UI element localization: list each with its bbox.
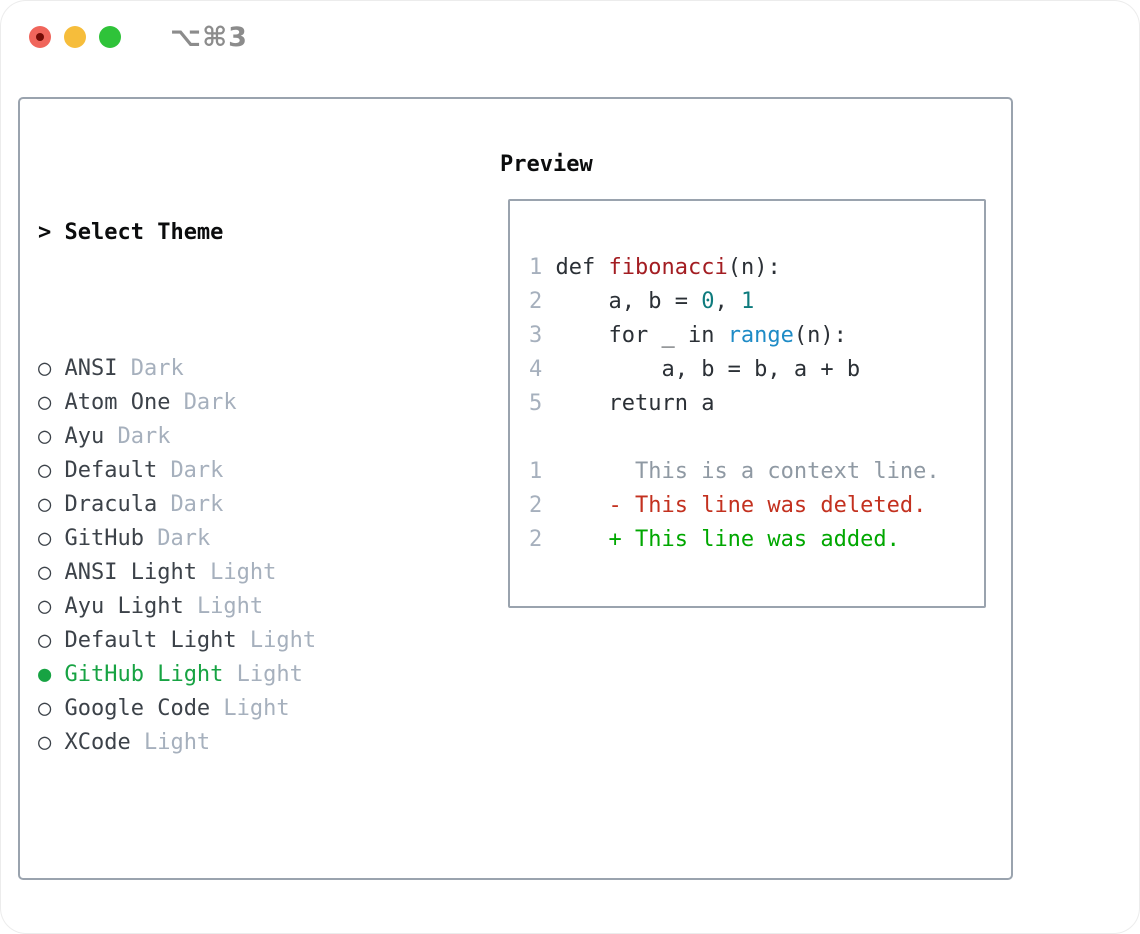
radio-selected-icon: ● [38, 662, 52, 687]
code-token-plain: (n): [793, 323, 847, 348]
theme-option-atom-one[interactable]: ○ Atom One Dark [38, 386, 409, 420]
code-token-plain: for _ in [555, 323, 728, 348]
theme-option-ansi-light[interactable]: ○ ANSI Light Light [38, 556, 409, 590]
theme-variant-label: Dark [157, 526, 211, 551]
theme-option-ayu[interactable]: ○ Ayu Dark [38, 420, 409, 454]
theme-variant-label: Dark [170, 492, 224, 517]
theme-option-ayu-light[interactable]: ○ Ayu Light Light [38, 590, 409, 624]
line-number: 1 [529, 255, 543, 280]
code-line: 1 This is a context line. [529, 455, 984, 489]
theme-variant-label: Light [143, 730, 211, 755]
radio-unselected-icon: ○ [38, 492, 52, 517]
theme-variant-label: Dark [183, 390, 237, 415]
code-line: 5 return a [529, 387, 984, 421]
code-token-plain: (n): [727, 255, 781, 280]
theme-option-label: GitHub [64, 526, 144, 551]
code-line: 3 for _ in range(n): [529, 319, 984, 353]
code-line: 2 + This line was added. [529, 523, 984, 557]
code-token-deleted: - This line was deleted. [555, 493, 927, 518]
theme-variant-label: Light [236, 662, 303, 687]
radio-unselected-icon: ○ [38, 628, 52, 653]
code-token-plain: , [714, 289, 741, 314]
line-number: 5 [529, 391, 543, 416]
theme-option-dracula[interactable]: ○ Dracula Dark [38, 488, 409, 522]
theme-option-label: ANSI [64, 356, 118, 381]
theme-option-label: ANSI Light [64, 560, 197, 585]
line-number: 2 [529, 527, 543, 552]
theme-option-label: Dracula [64, 492, 158, 517]
line-number: 3 [529, 323, 543, 348]
theme-option-github-light[interactable]: ● GitHub Light Light [38, 658, 409, 692]
code-token-function: fibonacci [608, 255, 728, 280]
theme-option-github[interactable]: ○ GitHub Dark [38, 522, 409, 556]
theme-variant-label: Light [196, 594, 264, 619]
close-button[interactable] [29, 26, 51, 48]
line-number: 2 [529, 289, 543, 314]
code-token-context: This is a context line. [555, 459, 940, 484]
code-token-number: 0 [701, 289, 715, 314]
code-token-plain: return a [555, 391, 715, 416]
titlebar: ⌥⌘3 [29, 22, 248, 53]
code-token-number: 1 [740, 289, 755, 314]
code-token-plain: a, b = b, a + b [555, 357, 861, 382]
spacer-row [38, 862, 409, 896]
theme-option-label: Atom One [64, 390, 171, 415]
radio-unselected-icon: ○ [38, 560, 52, 585]
theme-option-ansi[interactable]: ○ ANSI Dark [38, 352, 409, 386]
theme-variant-label: Light [210, 560, 277, 585]
unsaved-dot-icon [36, 33, 44, 41]
radio-unselected-icon: ○ [38, 696, 52, 721]
theme-option-xcode[interactable]: ○ XCode Light [38, 726, 409, 760]
code-line: 4 a, b = b, a + b [529, 353, 984, 387]
preview-title: Preview [500, 152, 593, 177]
line-number: 4 [529, 357, 543, 382]
theme-option-label: Default [64, 458, 158, 483]
theme-variant-label: Dark [117, 424, 171, 449]
theme-option-label: XCode [64, 730, 131, 755]
theme-option-label: Default Light [64, 628, 237, 653]
code-token-added: + This line was added. [555, 527, 900, 552]
theme-variant-label: Light [223, 696, 290, 721]
theme-variant-label: Dark [130, 356, 184, 381]
code-line [529, 421, 984, 455]
theme-option-label: GitHub Light [64, 662, 224, 687]
code-token-plain: a, b = [555, 289, 702, 314]
select-theme-title: Select Theme [64, 220, 224, 245]
code-line: 2 a, b = 0, 1 [529, 285, 984, 319]
radio-unselected-icon: ○ [38, 730, 52, 755]
radio-unselected-icon: ○ [38, 424, 52, 449]
code-line: 1 def fibonacci(n): [529, 251, 984, 285]
code-token-builtin: range [727, 323, 794, 348]
theme-option-google-code[interactable]: ○ Google Code Light [38, 692, 409, 726]
code-token-plain: def [555, 255, 609, 280]
theme-variant-label: Dark [170, 458, 224, 483]
line-number: 2 [529, 493, 543, 518]
window-title: ⌥⌘3 [170, 21, 248, 53]
radio-unselected-icon: ○ [38, 390, 52, 415]
code-line: 2 - This line was deleted. [529, 489, 984, 523]
radio-unselected-icon: ○ [38, 526, 52, 551]
line-number: 1 [529, 459, 543, 484]
theme-option-default[interactable]: ○ Default Dark [38, 454, 409, 488]
theme-option-label: Ayu Light [64, 594, 184, 619]
select-theme-header: > Select Theme [38, 216, 409, 250]
radio-unselected-icon: ○ [38, 458, 52, 483]
theme-option-label: Ayu [64, 424, 105, 449]
theme-option-label: Google Code [64, 696, 211, 721]
minimize-button[interactable] [64, 26, 86, 48]
radio-unselected-icon: ○ [38, 594, 52, 619]
prompt-caret-icon: > [38, 220, 52, 245]
radio-unselected-icon: ○ [38, 356, 52, 381]
theme-option-default-light[interactable]: ○ Default Light Light [38, 624, 409, 658]
zoom-button[interactable] [99, 26, 121, 48]
theme-variant-label: Light [249, 628, 317, 653]
